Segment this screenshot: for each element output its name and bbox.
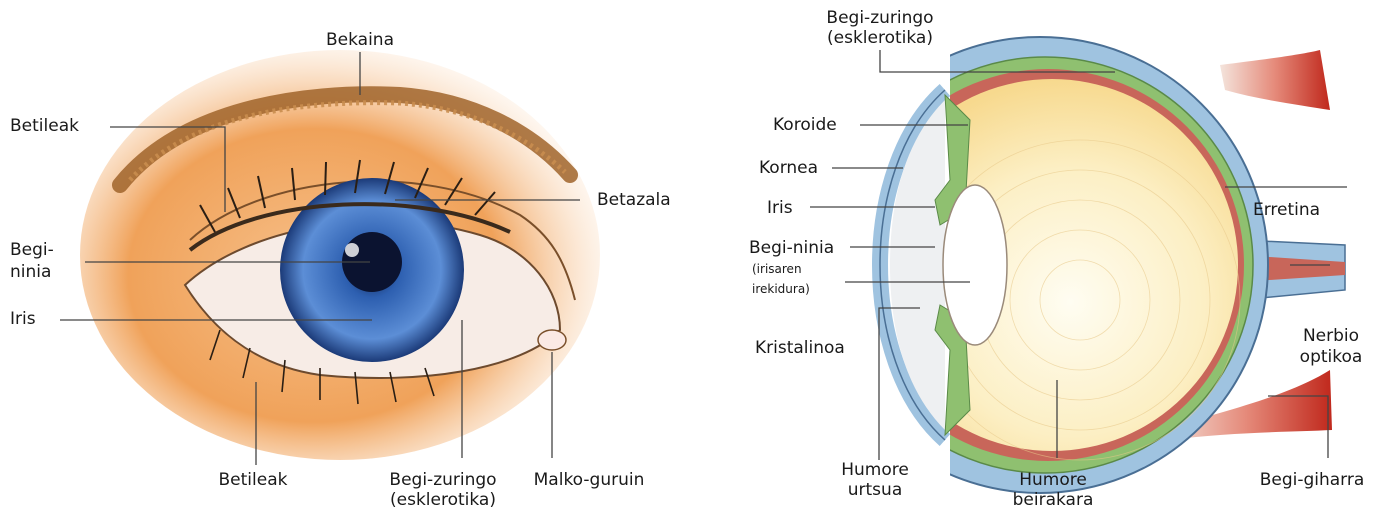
label-kornea: Kornea <box>759 158 818 179</box>
cross-section-illustration <box>800 30 1345 500</box>
label-humore-urtsua-line1: Humore <box>841 460 909 481</box>
label-nerbio-line2: optikoa <box>1300 347 1363 368</box>
label-iris-section: Iris <box>767 198 793 219</box>
label-begizuringo-line2: (esklerotika) <box>390 490 496 511</box>
label-begizuringo-line1: Begi-zuringo <box>389 470 496 491</box>
label-humore-urtsua-line2: urtsua <box>848 480 902 501</box>
label-nerbio-line1: Nerbio <box>1303 326 1359 347</box>
label-bekaina: Bekaina <box>326 30 394 51</box>
muscle-top <box>1220 50 1330 110</box>
tear-duct <box>538 330 566 350</box>
external-eye-illustration <box>80 50 600 460</box>
label-begininia-line2: ninia <box>10 262 51 283</box>
label-kristalinoa: Kristalinoa <box>755 338 845 359</box>
label-iris-external: Iris <box>10 309 36 330</box>
label-betileak-bottom: Betileak <box>219 470 288 491</box>
label-humore-beirakara-line2: beirakara <box>1013 490 1094 511</box>
label-cs-begininia: Begi-ninia <box>749 238 834 259</box>
lens <box>943 185 1007 345</box>
label-begininia-line1: Begi- <box>10 240 54 261</box>
label-begininia-note-line1: (irisaren <box>752 262 802 277</box>
label-erretina: Erretina <box>1253 200 1320 221</box>
label-betazala: Betazala <box>597 190 671 211</box>
label-begininia-note-line2: irekidura) <box>752 282 810 297</box>
label-cs-begizuringo-line2: (esklerotika) <box>827 28 933 49</box>
label-humore-beirakara-line1: Humore <box>1019 470 1087 491</box>
label-malkoguruin: Malko-guruin <box>534 470 645 491</box>
label-koroide: Koroide <box>773 115 837 136</box>
label-begigiharra: Begi-giharra <box>1260 470 1365 491</box>
label-betileak-top: Betileak <box>10 116 79 137</box>
label-cs-begizuringo-line1: Begi-zuringo <box>826 8 933 29</box>
